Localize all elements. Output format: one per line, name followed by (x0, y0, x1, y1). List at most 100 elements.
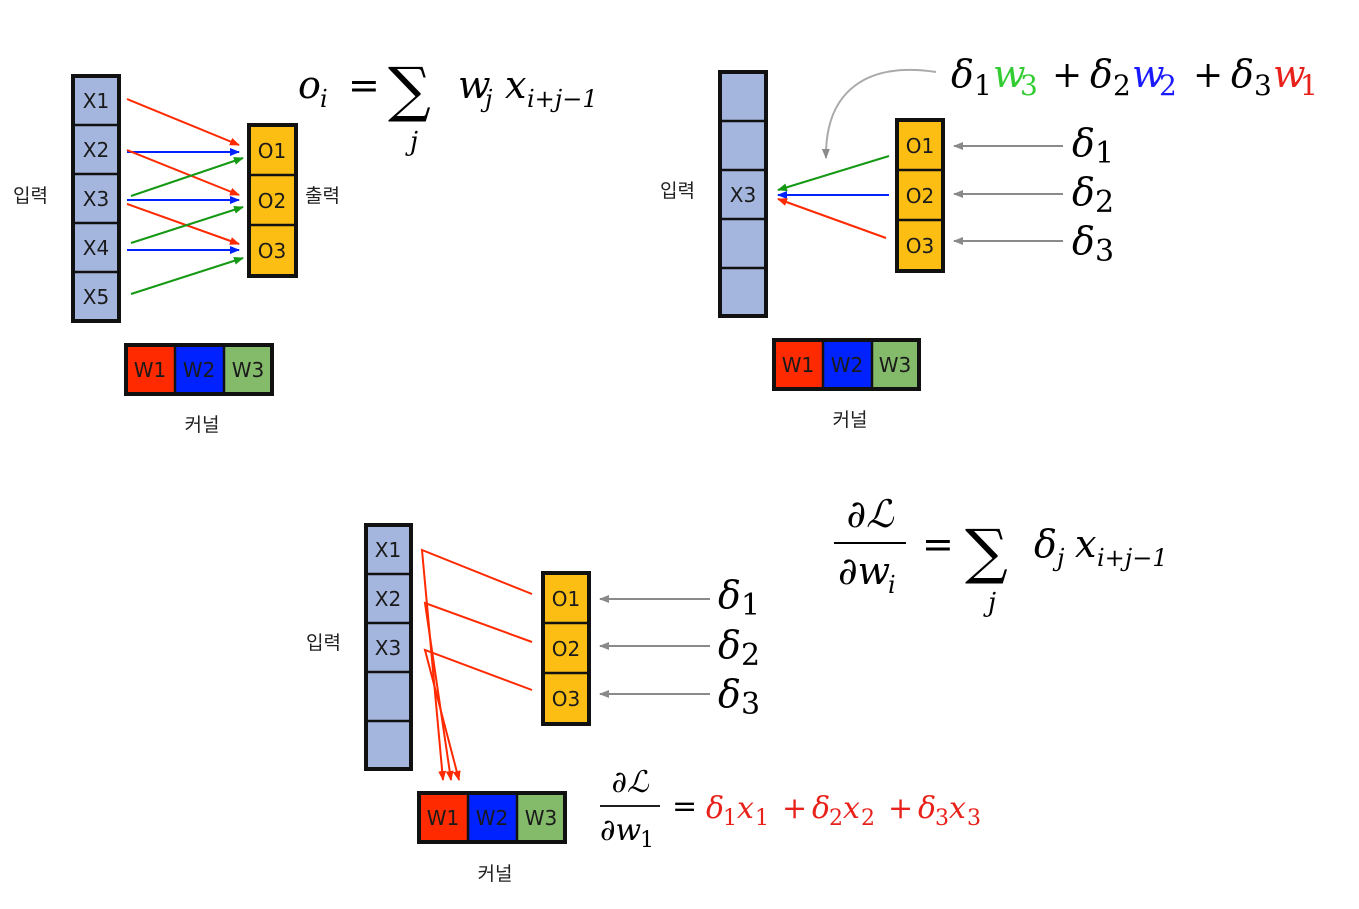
kernel-cell-w2: W2 (831, 353, 864, 377)
output-column: O1 O2 O3 (895, 118, 945, 273)
arrow-x4-o2 (130, 205, 244, 244)
term3-w-sub: 1 (1300, 69, 1318, 102)
input-gradient-formula: δ 1 w 3 + δ 2 w 2 + δ 3 w 1 (951, 52, 1318, 102)
output-cell-o1: O1 (906, 134, 934, 158)
panel-input-gradient: 입력 X3 O1 O2 O3 δ 1 (660, 52, 1318, 431)
formula-x: x (1075, 522, 1096, 566)
term2-delta: δ (1090, 52, 1113, 96)
input-column-box (71, 74, 121, 323)
delta3: δ (1072, 219, 1095, 263)
kernel-row: W1 W2 W3 (772, 338, 921, 391)
arrow-x2-o2 (126, 149, 240, 196)
plus2: + (888, 791, 913, 826)
t1-delta-sub: 1 (723, 806, 737, 831)
output-column-box (247, 123, 298, 278)
input-cell-x2: X2 (83, 138, 109, 162)
weight-gradient-formula: ∂ℒ ∂w i = ∑ j δ j x i+j−1 (834, 492, 1168, 618)
input-column-box (718, 70, 768, 318)
delta3: δ (718, 672, 741, 716)
kernel-cell-w1: W1 (782, 353, 815, 377)
arrow-o1-x3 (777, 155, 890, 192)
t3-delta-sub: 3 (935, 806, 949, 831)
formula-equals: = (922, 522, 954, 566)
weight-gradient-arrows (420, 548, 533, 781)
term1-delta: δ (951, 52, 974, 96)
formula-sum: ∑ (965, 517, 1008, 587)
input-column: X3 (718, 70, 768, 318)
output-cell-o2: O2 (552, 637, 580, 661)
formula-numerator: ∂ℒ (611, 765, 650, 800)
arrow-x3-o3 (126, 203, 240, 245)
formula-w: w (458, 63, 491, 107)
kernel-label: 커널 (833, 409, 868, 431)
formula-x-sub: i+j−1 (1097, 544, 1168, 572)
input-column: X1 X2 X3 X4 X5 (71, 74, 121, 323)
arrow-o1-x1-w1 (420, 548, 533, 781)
arrow-o3-x3 (777, 198, 887, 239)
formula-sum: ∑ (388, 55, 431, 125)
term3-delta-sub: 3 (1254, 69, 1272, 102)
formula-numerator: ∂ℒ (846, 492, 895, 536)
output-cell-o3: O3 (906, 234, 934, 258)
plus1: + (782, 791, 807, 826)
kernel-label: 커널 (478, 863, 513, 885)
t2-x: x (843, 791, 860, 826)
t1-x: x (737, 791, 754, 826)
term3-delta: δ (1231, 52, 1254, 96)
arrow-o2-x2-w1 (423, 601, 533, 781)
t3-delta: δ (918, 791, 936, 826)
plus2: + (1193, 55, 1223, 96)
input-label: 입력 (13, 185, 48, 207)
curved-arrow-sum (821, 68, 937, 159)
panel-weight-gradient: 입력 X1 X2 X3 O1 O2 O3 (306, 492, 1168, 885)
t2-delta-sub: 2 (829, 806, 843, 831)
kernel-cell-w2: W2 (476, 806, 509, 830)
kernel-cell-w1: W1 (134, 358, 167, 382)
kernel-cell-w3: W3 (525, 806, 558, 830)
input-cell-x4: X4 (83, 236, 109, 260)
term2-delta-sub: 2 (1113, 69, 1131, 102)
formula-o: o (298, 63, 321, 107)
formula-denominator-sub: i (888, 571, 896, 599)
t3-x: x (949, 791, 966, 826)
term2-w-sub: 2 (1159, 69, 1177, 102)
formula-x-sub: i+j−1 (527, 85, 598, 113)
output-column-box (541, 571, 591, 726)
w1-gradient-formula: ∂ℒ ∂w 1 = δ 1 x 1 + δ 2 x 2 + δ 3 x 3 (600, 765, 981, 853)
output-label: 출력 (305, 185, 340, 207)
formula-denominator-sub: 1 (640, 828, 654, 853)
delta-labels: δ 1 δ 2 δ 3 (718, 573, 760, 722)
kernel-box (417, 791, 567, 844)
input-cell-x1: X1 (83, 89, 109, 113)
forward-formula: o i = ∑ j w j x i+j−1 (298, 55, 598, 157)
output-cell-o1: O1 (258, 139, 286, 163)
formula-denominator: ∂w (838, 549, 890, 593)
arrow-x1-o1 (126, 98, 240, 146)
t2-x-sub: 2 (861, 806, 875, 831)
delta3-sub: 3 (741, 687, 760, 722)
kernel-box (124, 343, 274, 396)
input-cell-x3: X3 (83, 187, 109, 211)
output-cell-o3: O3 (258, 239, 286, 263)
plus1: + (1052, 55, 1082, 96)
formula-equals: = (348, 63, 380, 107)
output-cell-o3: O3 (552, 687, 580, 711)
arrow-o3-x3-w1 (423, 648, 533, 781)
input-label: 입력 (306, 632, 341, 654)
backprop-arrows (777, 68, 1063, 245)
kernel-cell-w3: W3 (879, 353, 912, 377)
input-cell-x5: X5 (83, 285, 109, 309)
output-column: O1 O2 O3 (541, 571, 591, 726)
input-cell-x3: X3 (375, 636, 401, 660)
delta2-sub: 2 (1095, 185, 1114, 220)
delta1: δ (718, 573, 741, 617)
delta2-sub: 2 (741, 638, 760, 673)
formula-denominator: ∂w (600, 813, 642, 848)
delta1: δ (1072, 121, 1095, 165)
term1-delta-sub: 1 (974, 69, 992, 102)
kernel-box (772, 338, 921, 391)
output-cell-o2: O2 (906, 184, 934, 208)
input-column: X1 X2 X3 (364, 523, 413, 771)
delta2: δ (1072, 170, 1095, 214)
kernel-cell-w2: W2 (183, 358, 216, 382)
